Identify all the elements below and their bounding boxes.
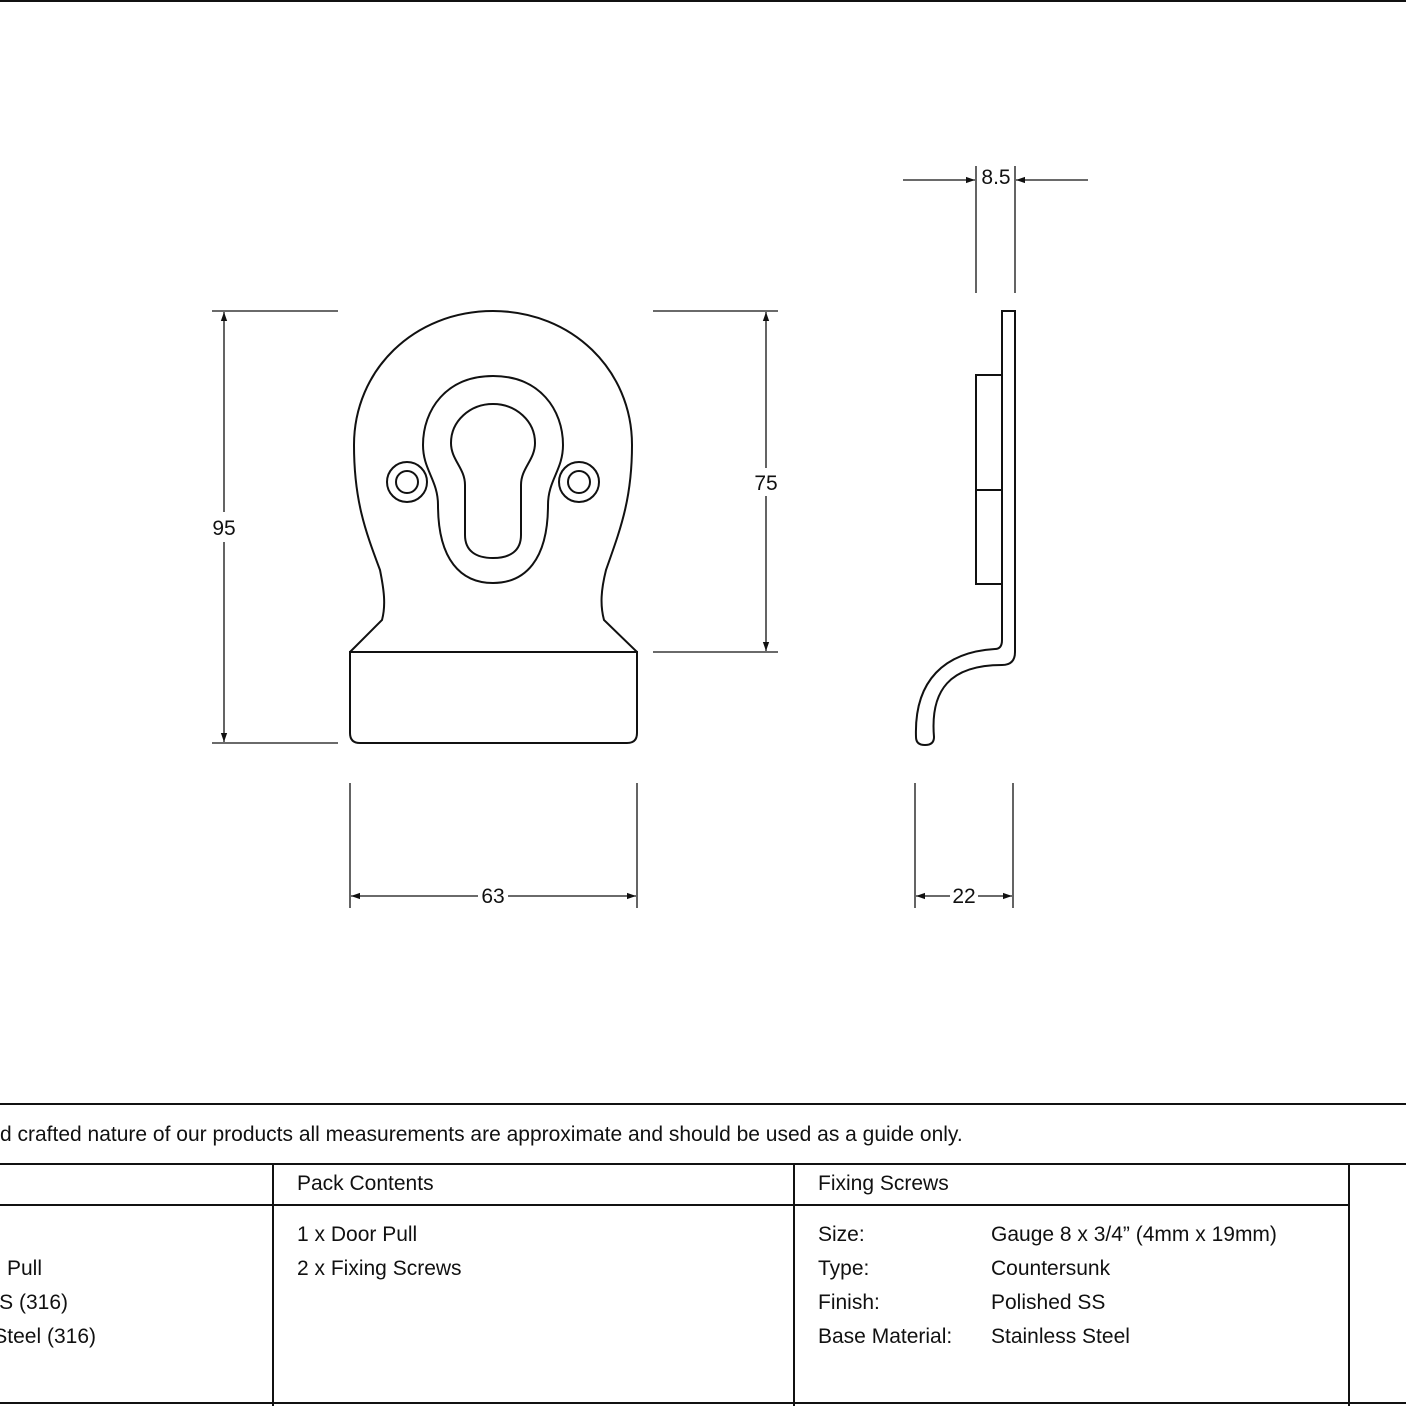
spec-material-value: Stainless Steel [991,1325,1130,1348]
screw-hole-left-inner [395,470,419,494]
side-view [914,310,1016,747]
dim-label-75: 75 [754,472,777,495]
screw-hole-left-outer [386,461,428,503]
col1-row-2: S (316) [0,1291,68,1314]
spec-type-label: Type: [818,1257,870,1280]
front-dimensions [212,310,778,908]
spec-material-label: Base Material: [818,1325,953,1348]
col1-row-1: Pull [6,1257,42,1280]
euro-cylinder-hole [449,402,537,560]
side-dimensions [903,166,1088,908]
dim-label-95: 95 [212,517,235,540]
spec-size-value: Gauge 8 x 3/4” (4mm x 19mm) [991,1223,1277,1246]
pack-item-1: 1 x Door Pull [297,1223,418,1246]
table-col-divider-2 [793,1163,795,1406]
table-top-rule [0,1163,1406,1165]
pack-contents-header: Pack Contents [297,1172,434,1195]
table-header-rule [0,1204,1350,1206]
side-boss-lower [975,489,1003,585]
measurement-notice: d crafted nature of our products all mea… [0,1123,963,1146]
technical-drawing: 95 75 63 8.5 22 [0,0,1406,908]
screw-hole-right-outer [558,461,600,503]
fixing-screws-header: Fixing Screws [818,1172,949,1195]
front-view [349,309,638,744]
front-pull-lip [349,651,638,744]
table-bottom-rule [0,1402,1406,1404]
dim-label-22: 22 [952,885,975,908]
table-col-divider-3 [1348,1163,1350,1406]
col1-row-3: Steel (316) [0,1325,96,1348]
spec-size-label: Size: [818,1223,865,1246]
dim-label-8-5: 8.5 [981,166,1010,189]
spec-type-value: Countersunk [991,1257,1111,1280]
screw-hole-right-inner [567,470,591,494]
spec-finish-value: Polished SS [991,1291,1106,1314]
side-boss-upper [975,374,1003,491]
notice-top-rule [0,1103,1406,1105]
side-profile [914,310,1016,747]
cylinder-rim [421,374,565,585]
table-col-divider-1 [272,1163,274,1406]
spec-finish-label: Finish: [818,1291,880,1314]
front-plate-outline [349,309,638,653]
dim-label-63: 63 [481,885,504,908]
pack-item-2: 2 x Fixing Screws [297,1257,462,1280]
